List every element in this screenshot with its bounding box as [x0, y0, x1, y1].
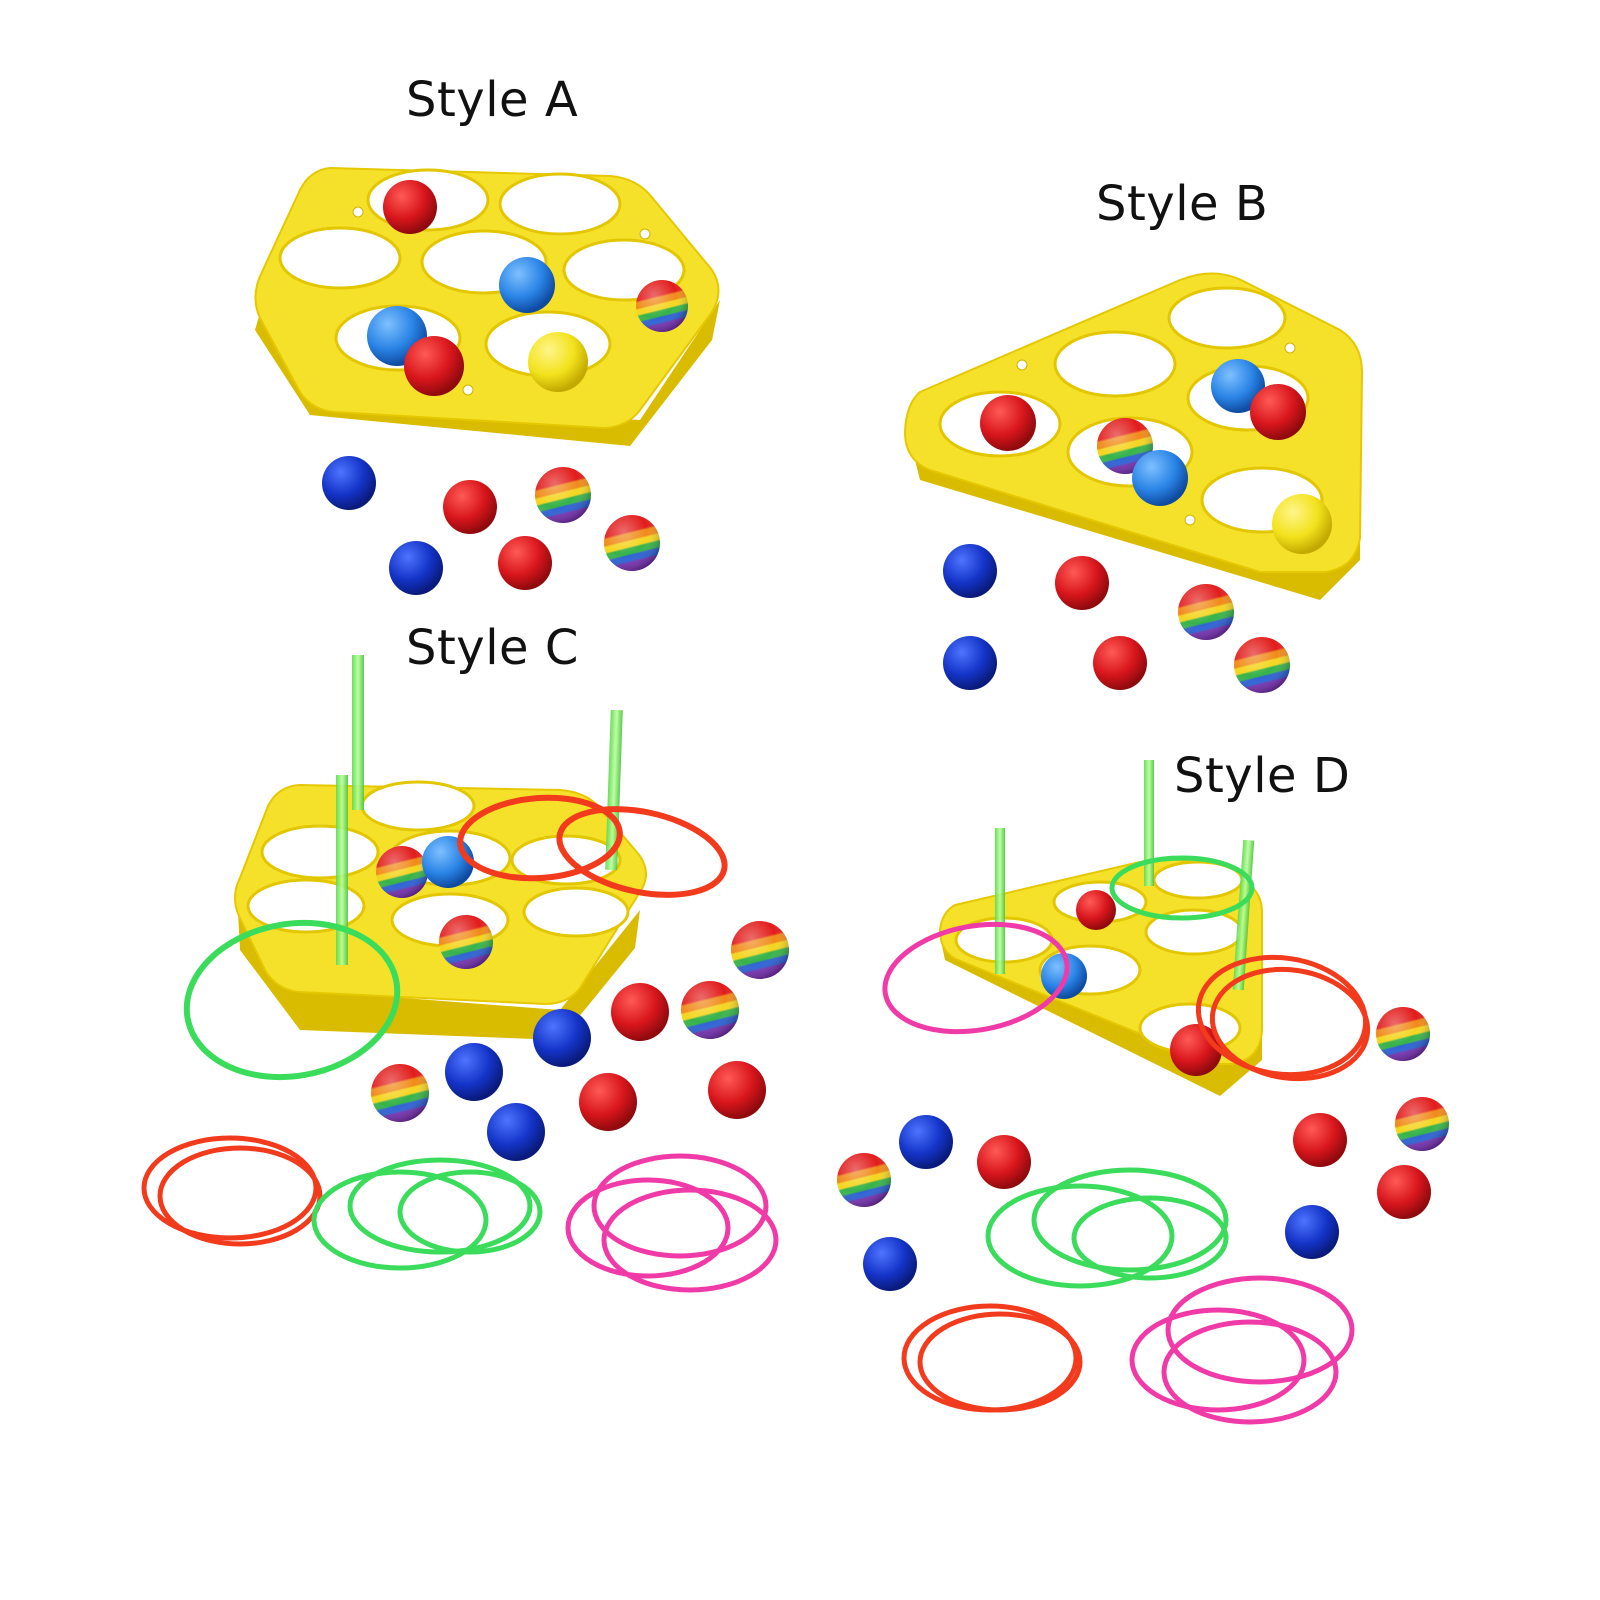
green-ring [347, 1157, 533, 1255]
red-ball [1093, 636, 1147, 690]
green-ring [397, 1169, 543, 1255]
red-ring [556, 806, 728, 898]
style-d-group [837, 760, 1449, 1425]
blue-ball [863, 1237, 917, 1291]
red-ball [1055, 556, 1109, 610]
red-ball [443, 480, 497, 534]
green-ring [183, 919, 401, 1081]
red-ring [457, 794, 623, 882]
blue-ball [322, 456, 376, 510]
red-ball [611, 983, 669, 1041]
red-ball [1377, 1165, 1431, 1219]
red-ball [1250, 384, 1306, 440]
peg [1144, 760, 1154, 886]
green-ring [1031, 1167, 1229, 1273]
red-ring [141, 1135, 319, 1241]
green-ring [1109, 855, 1255, 921]
red-ball [980, 395, 1036, 451]
style-c-label: Style C [406, 620, 579, 676]
blue-ball [533, 1009, 591, 1067]
red-ball [977, 1135, 1031, 1189]
blue-ball [389, 541, 443, 595]
green-ring [1071, 1195, 1229, 1281]
red-ball [383, 180, 437, 234]
red-ball [1076, 890, 1116, 930]
pink-ring [591, 1153, 769, 1259]
red-ring [1209, 966, 1371, 1082]
yellow-ball [528, 332, 588, 392]
light-blue-ball [499, 257, 555, 313]
style-a-group [254, 166, 720, 595]
light-blue-ball [1211, 359, 1265, 413]
red-ball [1293, 1113, 1347, 1167]
green-ring [985, 1183, 1175, 1289]
pink-ring [1161, 1319, 1339, 1425]
red-ball [404, 336, 464, 396]
light-blue-ball [422, 836, 474, 888]
peg [352, 655, 364, 810]
blue-ball [899, 1115, 953, 1169]
style-a-label: Style A [406, 72, 579, 128]
tray-side [238, 910, 640, 1040]
red-ball [498, 536, 552, 590]
red-ring [917, 1311, 1083, 1413]
pink-ring [1165, 1275, 1355, 1385]
blue-ball [487, 1103, 545, 1161]
blue-ball [943, 636, 997, 690]
red-ball [708, 1061, 766, 1119]
style-b-group [903, 272, 1364, 693]
green-ring [311, 1169, 489, 1271]
style-b-label: Style B [1096, 176, 1269, 232]
light-blue-ball [1132, 450, 1188, 506]
blue-ball [943, 544, 997, 598]
style-c-group [141, 655, 789, 1293]
pink-ring [882, 921, 1070, 1035]
pink-ring [601, 1187, 779, 1293]
yellow-ball [1272, 494, 1332, 554]
red-ring [901, 1303, 1079, 1413]
red-ball [579, 1073, 637, 1131]
pink-ring [1129, 1307, 1307, 1413]
style-d-label: Style D [1174, 748, 1351, 804]
red-ring [157, 1145, 323, 1247]
peg [336, 775, 348, 965]
blue-ball [445, 1043, 503, 1101]
blue-ball [1285, 1205, 1339, 1259]
pink-ring [565, 1177, 731, 1279]
peg [995, 828, 1005, 974]
